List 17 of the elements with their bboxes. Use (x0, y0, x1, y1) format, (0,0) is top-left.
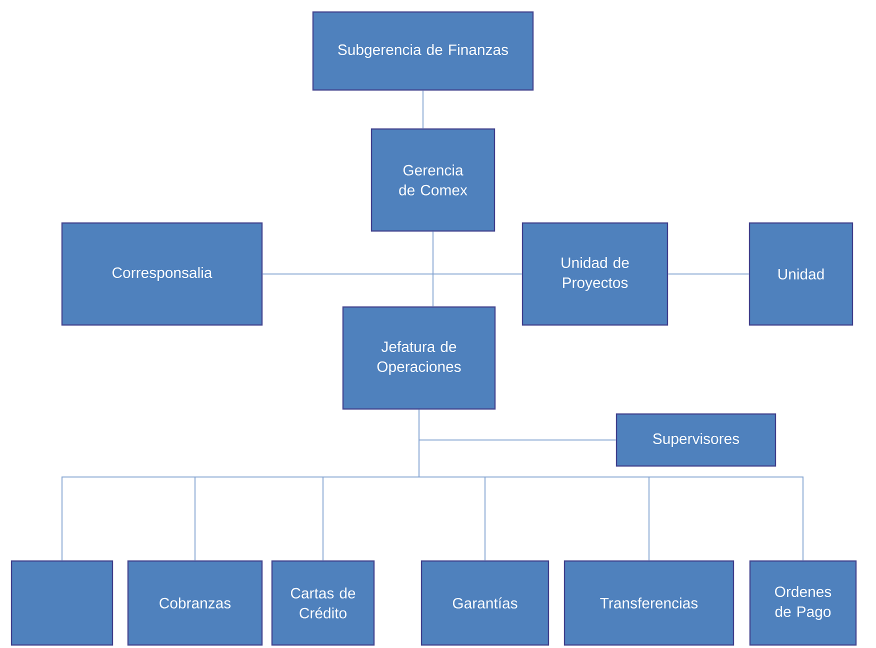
org-box: Unidad (748, 222, 854, 326)
org-box: Unidad de Proyectos (522, 222, 668, 326)
org-box: Cobranzas (127, 560, 263, 646)
empty-box (10, 560, 114, 646)
connector-line (422, 90, 424, 129)
org-box: Subgerencia de Finanzas (312, 11, 534, 91)
org-box: Ordenes de Pago (749, 560, 857, 646)
org-box: Corresponsalia (61, 222, 263, 326)
org-box: Transferencias (564, 560, 734, 646)
org-box: Garantías (420, 560, 550, 646)
connector-line (418, 409, 804, 561)
org-box: Cartas de Crédito (271, 560, 375, 646)
org-box: Jefatura de Operaciones (342, 306, 496, 410)
connector-line (432, 231, 434, 307)
connector-line (668, 273, 750, 274)
org-box: Gerencia de Comex (370, 128, 496, 232)
org-box: Supervisores (616, 413, 776, 467)
